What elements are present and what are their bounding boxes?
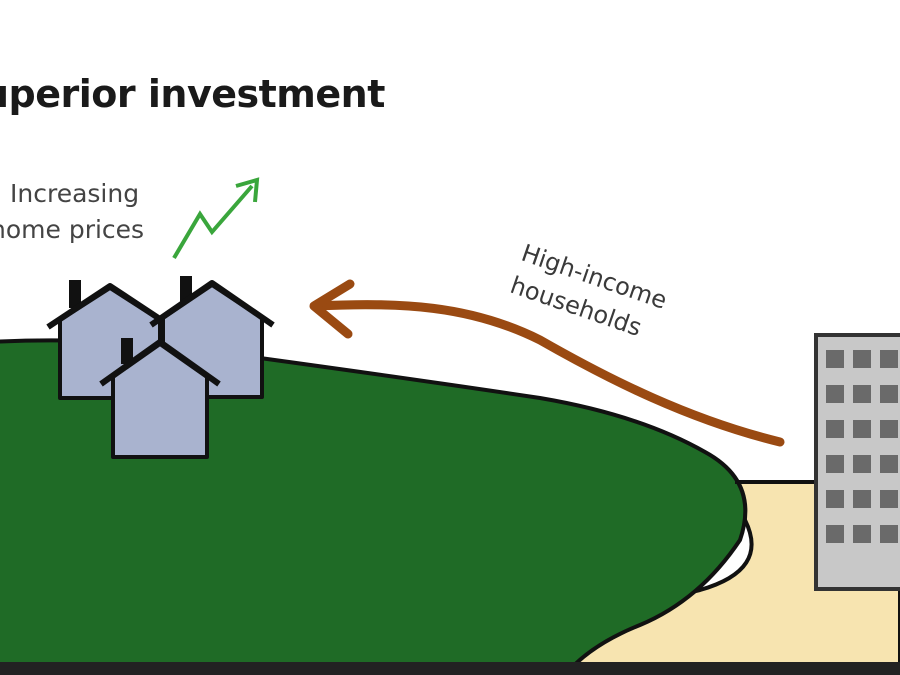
- bottom-edge: [0, 662, 900, 675]
- building-window: [880, 385, 898, 403]
- curved-arrow-icon: [309, 279, 785, 447]
- building-window: [826, 490, 844, 508]
- building-window: [853, 385, 871, 403]
- building-window: [826, 455, 844, 473]
- increasing-prices-label: Increasing home prices: [0, 176, 144, 248]
- page-title: uperior investment: [0, 72, 385, 116]
- building-window: [853, 420, 871, 438]
- building-windows: [826, 350, 898, 543]
- building-window: [880, 525, 898, 543]
- building-window: [853, 490, 871, 508]
- building-window: [880, 490, 898, 508]
- building-window: [826, 385, 844, 403]
- building-window: [880, 455, 898, 473]
- building-window: [880, 420, 898, 438]
- building-window: [826, 350, 844, 368]
- prices-label-line2: home prices: [0, 215, 145, 244]
- apartment-building-icon: [814, 333, 900, 591]
- building-window: [826, 525, 844, 543]
- prices-label-line1: Increasing: [10, 179, 140, 208]
- building-window: [853, 525, 871, 543]
- rising-trend-arrow-icon: [172, 177, 260, 260]
- house-icon: [99, 338, 221, 459]
- building-window: [853, 455, 871, 473]
- building-window: [826, 420, 844, 438]
- building-window: [880, 350, 898, 368]
- building-window: [853, 350, 871, 368]
